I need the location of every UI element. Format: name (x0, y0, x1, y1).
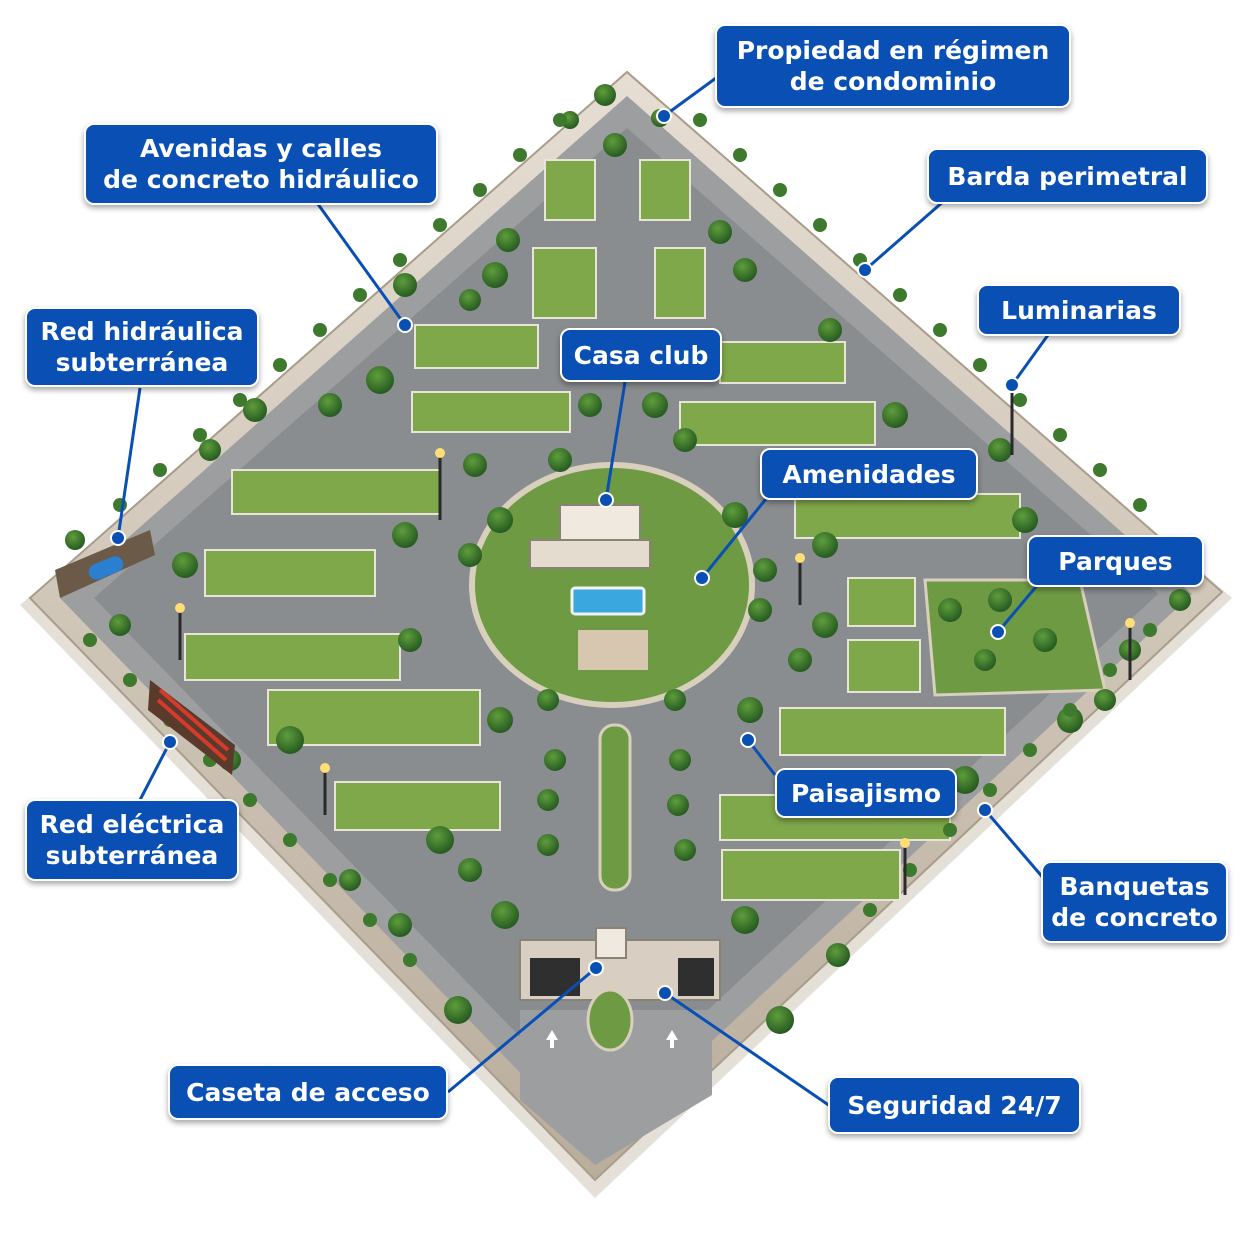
gate-icon (530, 958, 580, 996)
label-paisajismo: Paisajismo (775, 768, 957, 818)
label-propiedad: Propiedad en régimen de condominio (715, 24, 1071, 108)
label-banquetas: Banquetas de concreto (1041, 861, 1228, 943)
trees (65, 84, 1191, 1034)
label-red-hidraulica: Red hidráulica subterránea (25, 307, 259, 387)
pool (570, 586, 646, 616)
park-area (923, 578, 1107, 697)
label-propiedad-line1: Propiedad en régimen (736, 36, 1050, 65)
label-paisajismo-line1: Paisajismo (790, 778, 942, 808)
label-caseta: Caseta de acceso (168, 1064, 448, 1120)
label-barda-line1: Barda perimetral (947, 161, 1188, 191)
label-avenidas: Avenidas y calles de concreto hidráulico (84, 123, 438, 205)
entrance-road (520, 1010, 712, 1165)
label-seguridad-line1: Seguridad 24/7 (847, 1090, 1062, 1120)
electric-cutaway (148, 680, 235, 775)
lot-rows-top (532, 159, 706, 319)
label-luminarias: Luminarias (977, 284, 1181, 336)
label-caseta-line1: Caseta de acceso (186, 1077, 430, 1107)
label-luminarias-line1: Luminarias (1001, 295, 1157, 325)
label-avenidas-line1: Avenidas y calles (139, 134, 383, 163)
label-red-hidraulica-line2: subterránea (55, 348, 229, 377)
label-seguridad: Seguridad 24/7 (828, 1076, 1081, 1134)
label-red-electrica-line1: Red eléctrica (39, 810, 225, 839)
label-casa-club-line1: Casa club (573, 340, 709, 370)
club-house-wing (529, 539, 651, 569)
arrow-up-icon (546, 1030, 678, 1048)
label-banquetas-line1: Banquetas (1059, 872, 1210, 901)
pool-deck (578, 630, 648, 670)
label-avenidas-line2: de concreto hidráulico (103, 165, 419, 194)
perimeter-hedge (83, 113, 1187, 967)
label-red-hidraulica-line1: Red hidráulica (40, 317, 244, 346)
gate-icon (678, 958, 714, 996)
label-barda: Barda perimetral (927, 148, 1208, 204)
lamp-post-icon (178, 390, 1132, 895)
label-amenidades: Amenidades (760, 448, 978, 500)
entrance-median (586, 988, 634, 1052)
label-parques: Parques (1027, 535, 1204, 587)
label-parques-line1: Parques (1058, 546, 1173, 576)
label-casa-club: Casa club (560, 328, 722, 382)
label-amenidades-line1: Amenidades (782, 459, 956, 489)
gatehouse-roof (595, 927, 627, 959)
leader-dots (110, 108, 1020, 1001)
label-red-electrica-line2: subterránea (45, 841, 219, 870)
lot-rows-left (184, 324, 571, 831)
label-red-electrica: Red eléctrica subterránea (25, 799, 239, 881)
label-banquetas-line2: de concreto (1051, 903, 1218, 932)
label-propiedad-line2: de condominio (789, 67, 997, 96)
boulevard-median (598, 723, 632, 892)
